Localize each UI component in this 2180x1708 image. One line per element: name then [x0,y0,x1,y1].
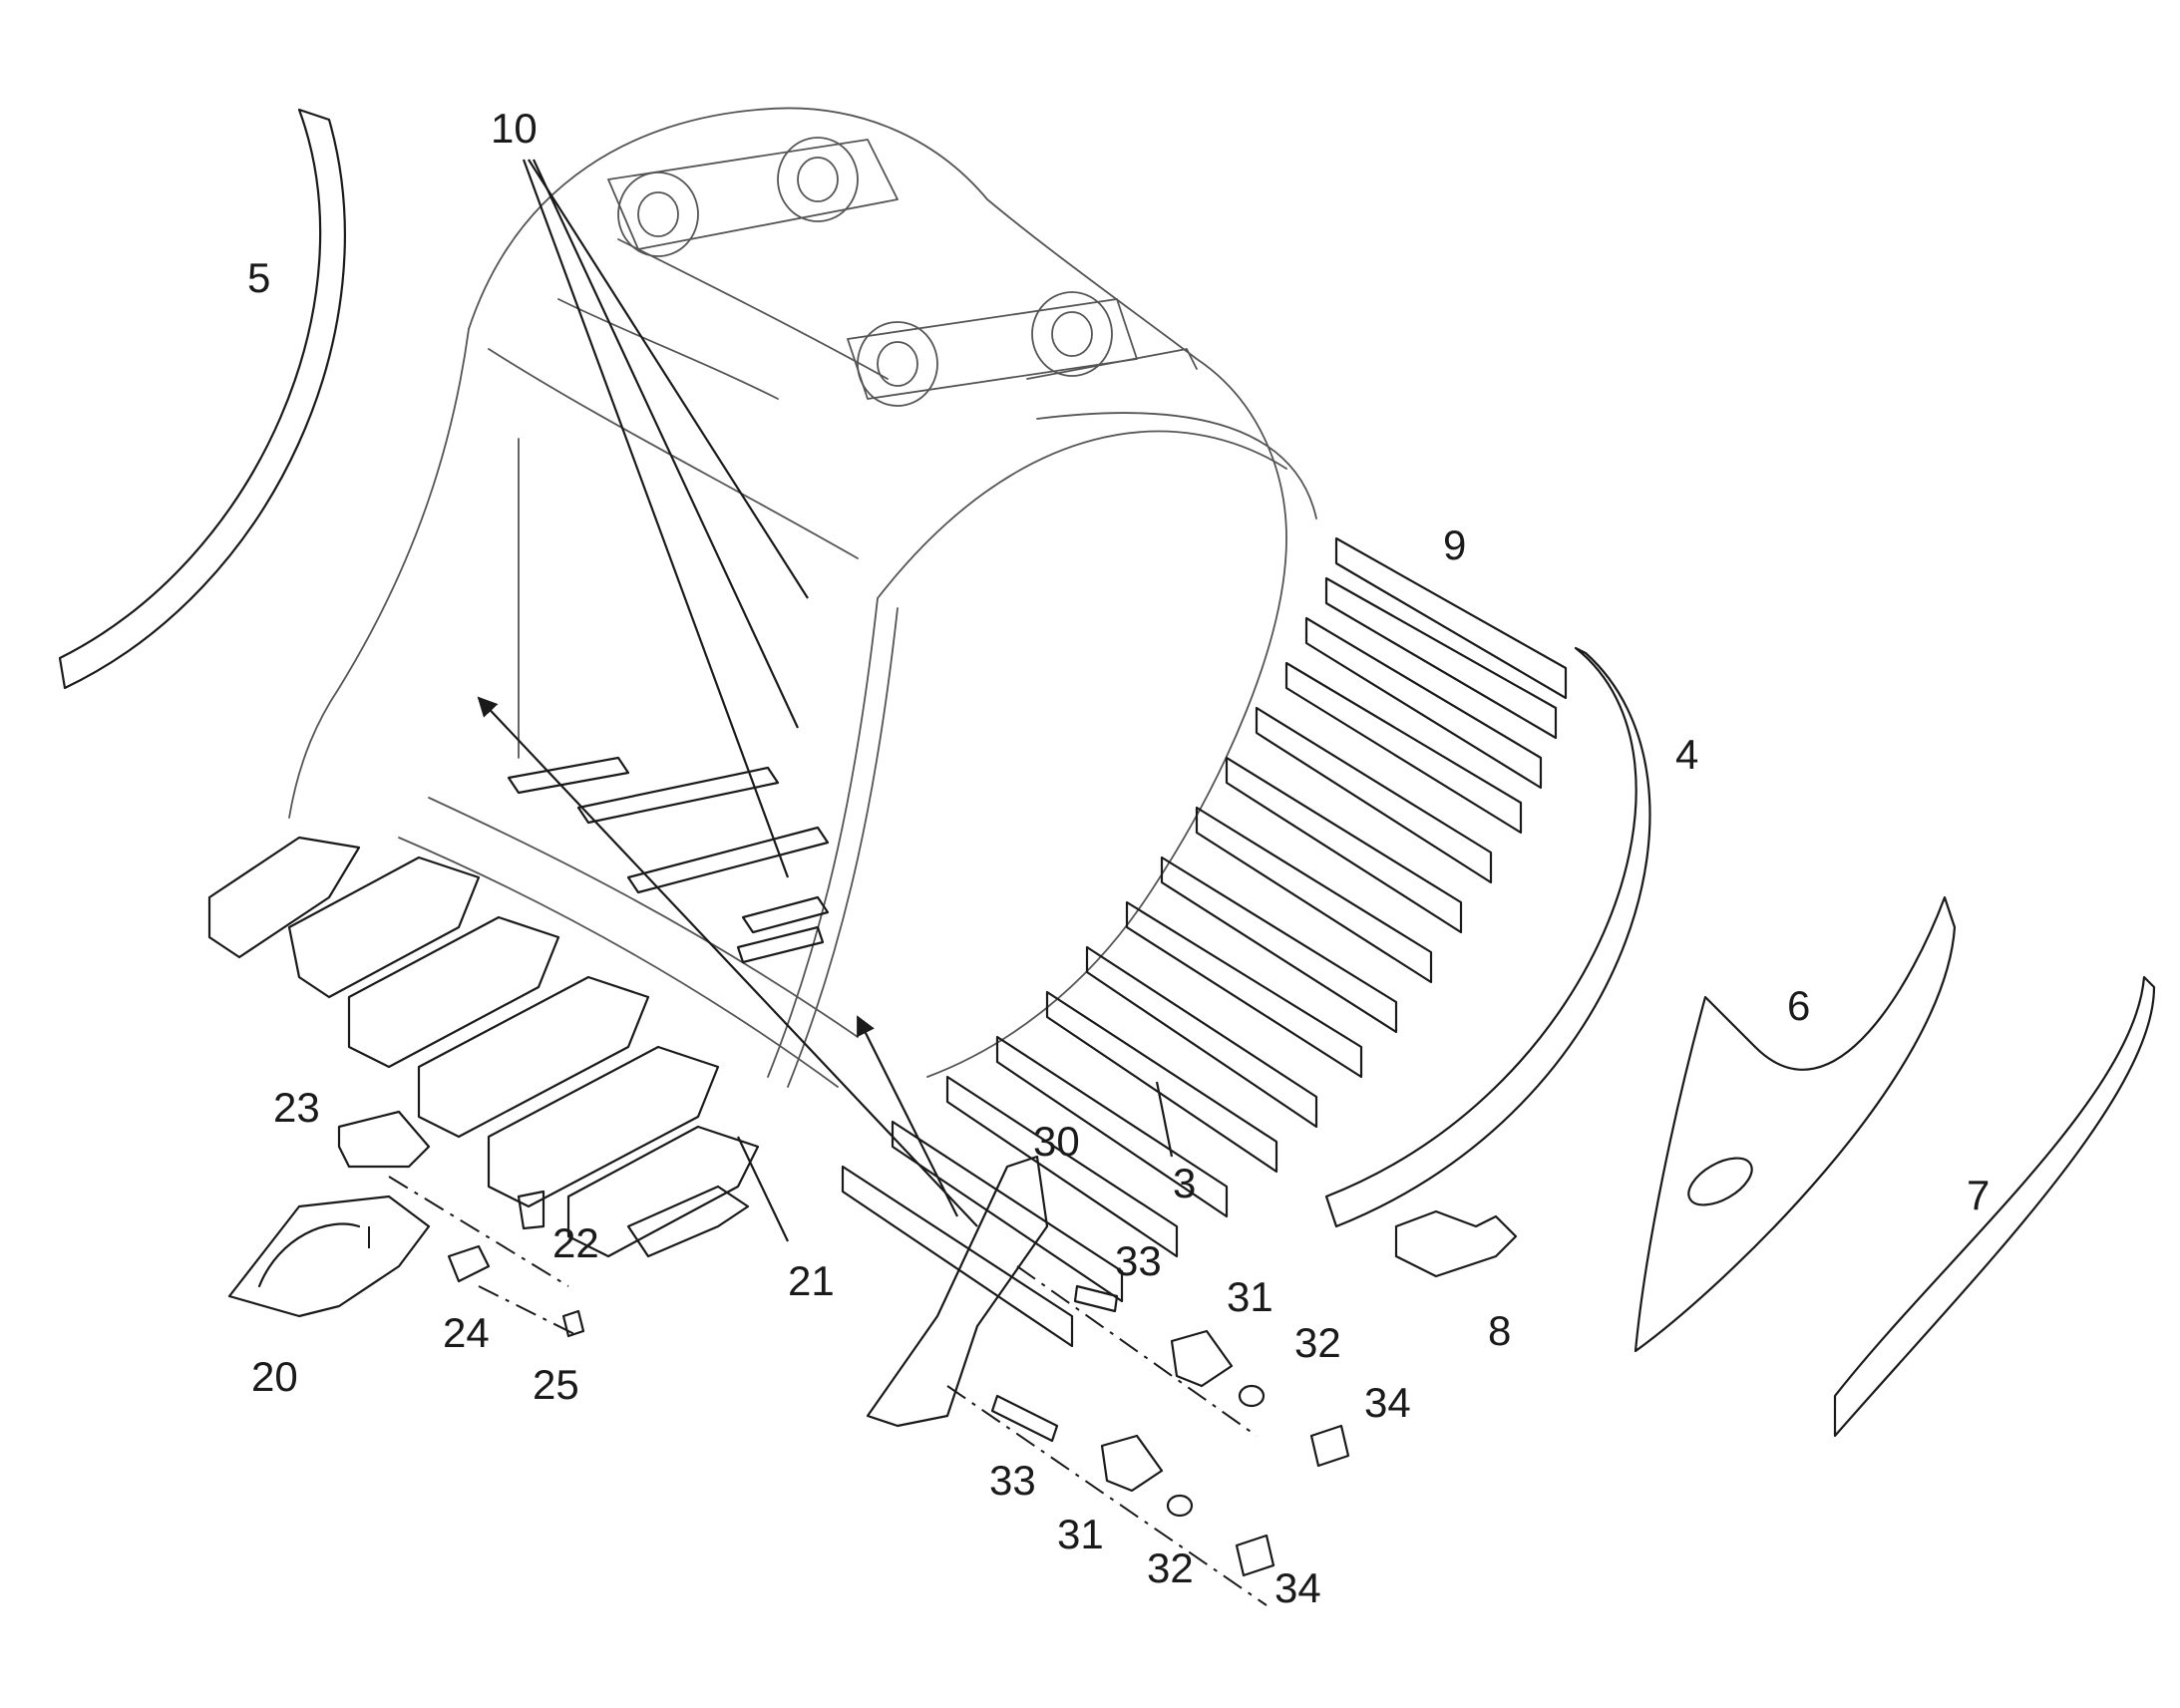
wear-strips-10 [507,756,830,964]
callout-34a: 34 [1364,1379,1411,1426]
callout-24: 24 [443,1309,490,1356]
callout-6: 6 [1787,982,1811,1029]
callout-23: 23 [273,1084,320,1131]
callout-8: 8 [1488,1307,1512,1354]
side-cutter-5 [58,108,346,690]
wear-strip-7 [1833,975,2156,1438]
callout-10: 10 [491,105,538,152]
bucket-body [288,107,1317,1088]
callout-4: 4 [1675,731,1699,778]
callout-7: 7 [1967,1172,1991,1218]
callout-32b: 32 [1147,1544,1194,1591]
callout-30: 30 [1033,1118,1080,1165]
callout-21: 21 [788,1257,835,1304]
segment-30-group [866,1155,1350,1577]
leader-lines [477,159,1174,1242]
wear-strips-9-3 [841,536,1568,1348]
callout-9: 9 [1443,521,1467,568]
side-cutter-4 [1324,646,1651,1228]
callout-33b: 33 [989,1457,1036,1504]
tooth-20-group [227,1110,431,1318]
callout-3: 3 [1173,1160,1197,1206]
callout-22: 22 [552,1219,599,1266]
callout-20: 20 [251,1353,298,1400]
callout-25: 25 [533,1361,579,1408]
wear-button-8 [1394,1209,1518,1278]
callout-34b: 34 [1274,1564,1321,1611]
callout-33a: 33 [1115,1237,1162,1284]
assembly-lines [368,1176,1268,1606]
callout-31b: 31 [1057,1511,1104,1557]
callout-31a: 31 [1227,1273,1273,1320]
gusset-plate-6 [1634,895,1957,1353]
tooth-adapters [207,836,760,1258]
callout-5: 5 [247,254,271,301]
small-parts-22-24-25 [447,1190,585,1338]
callout-32a: 32 [1294,1319,1341,1366]
